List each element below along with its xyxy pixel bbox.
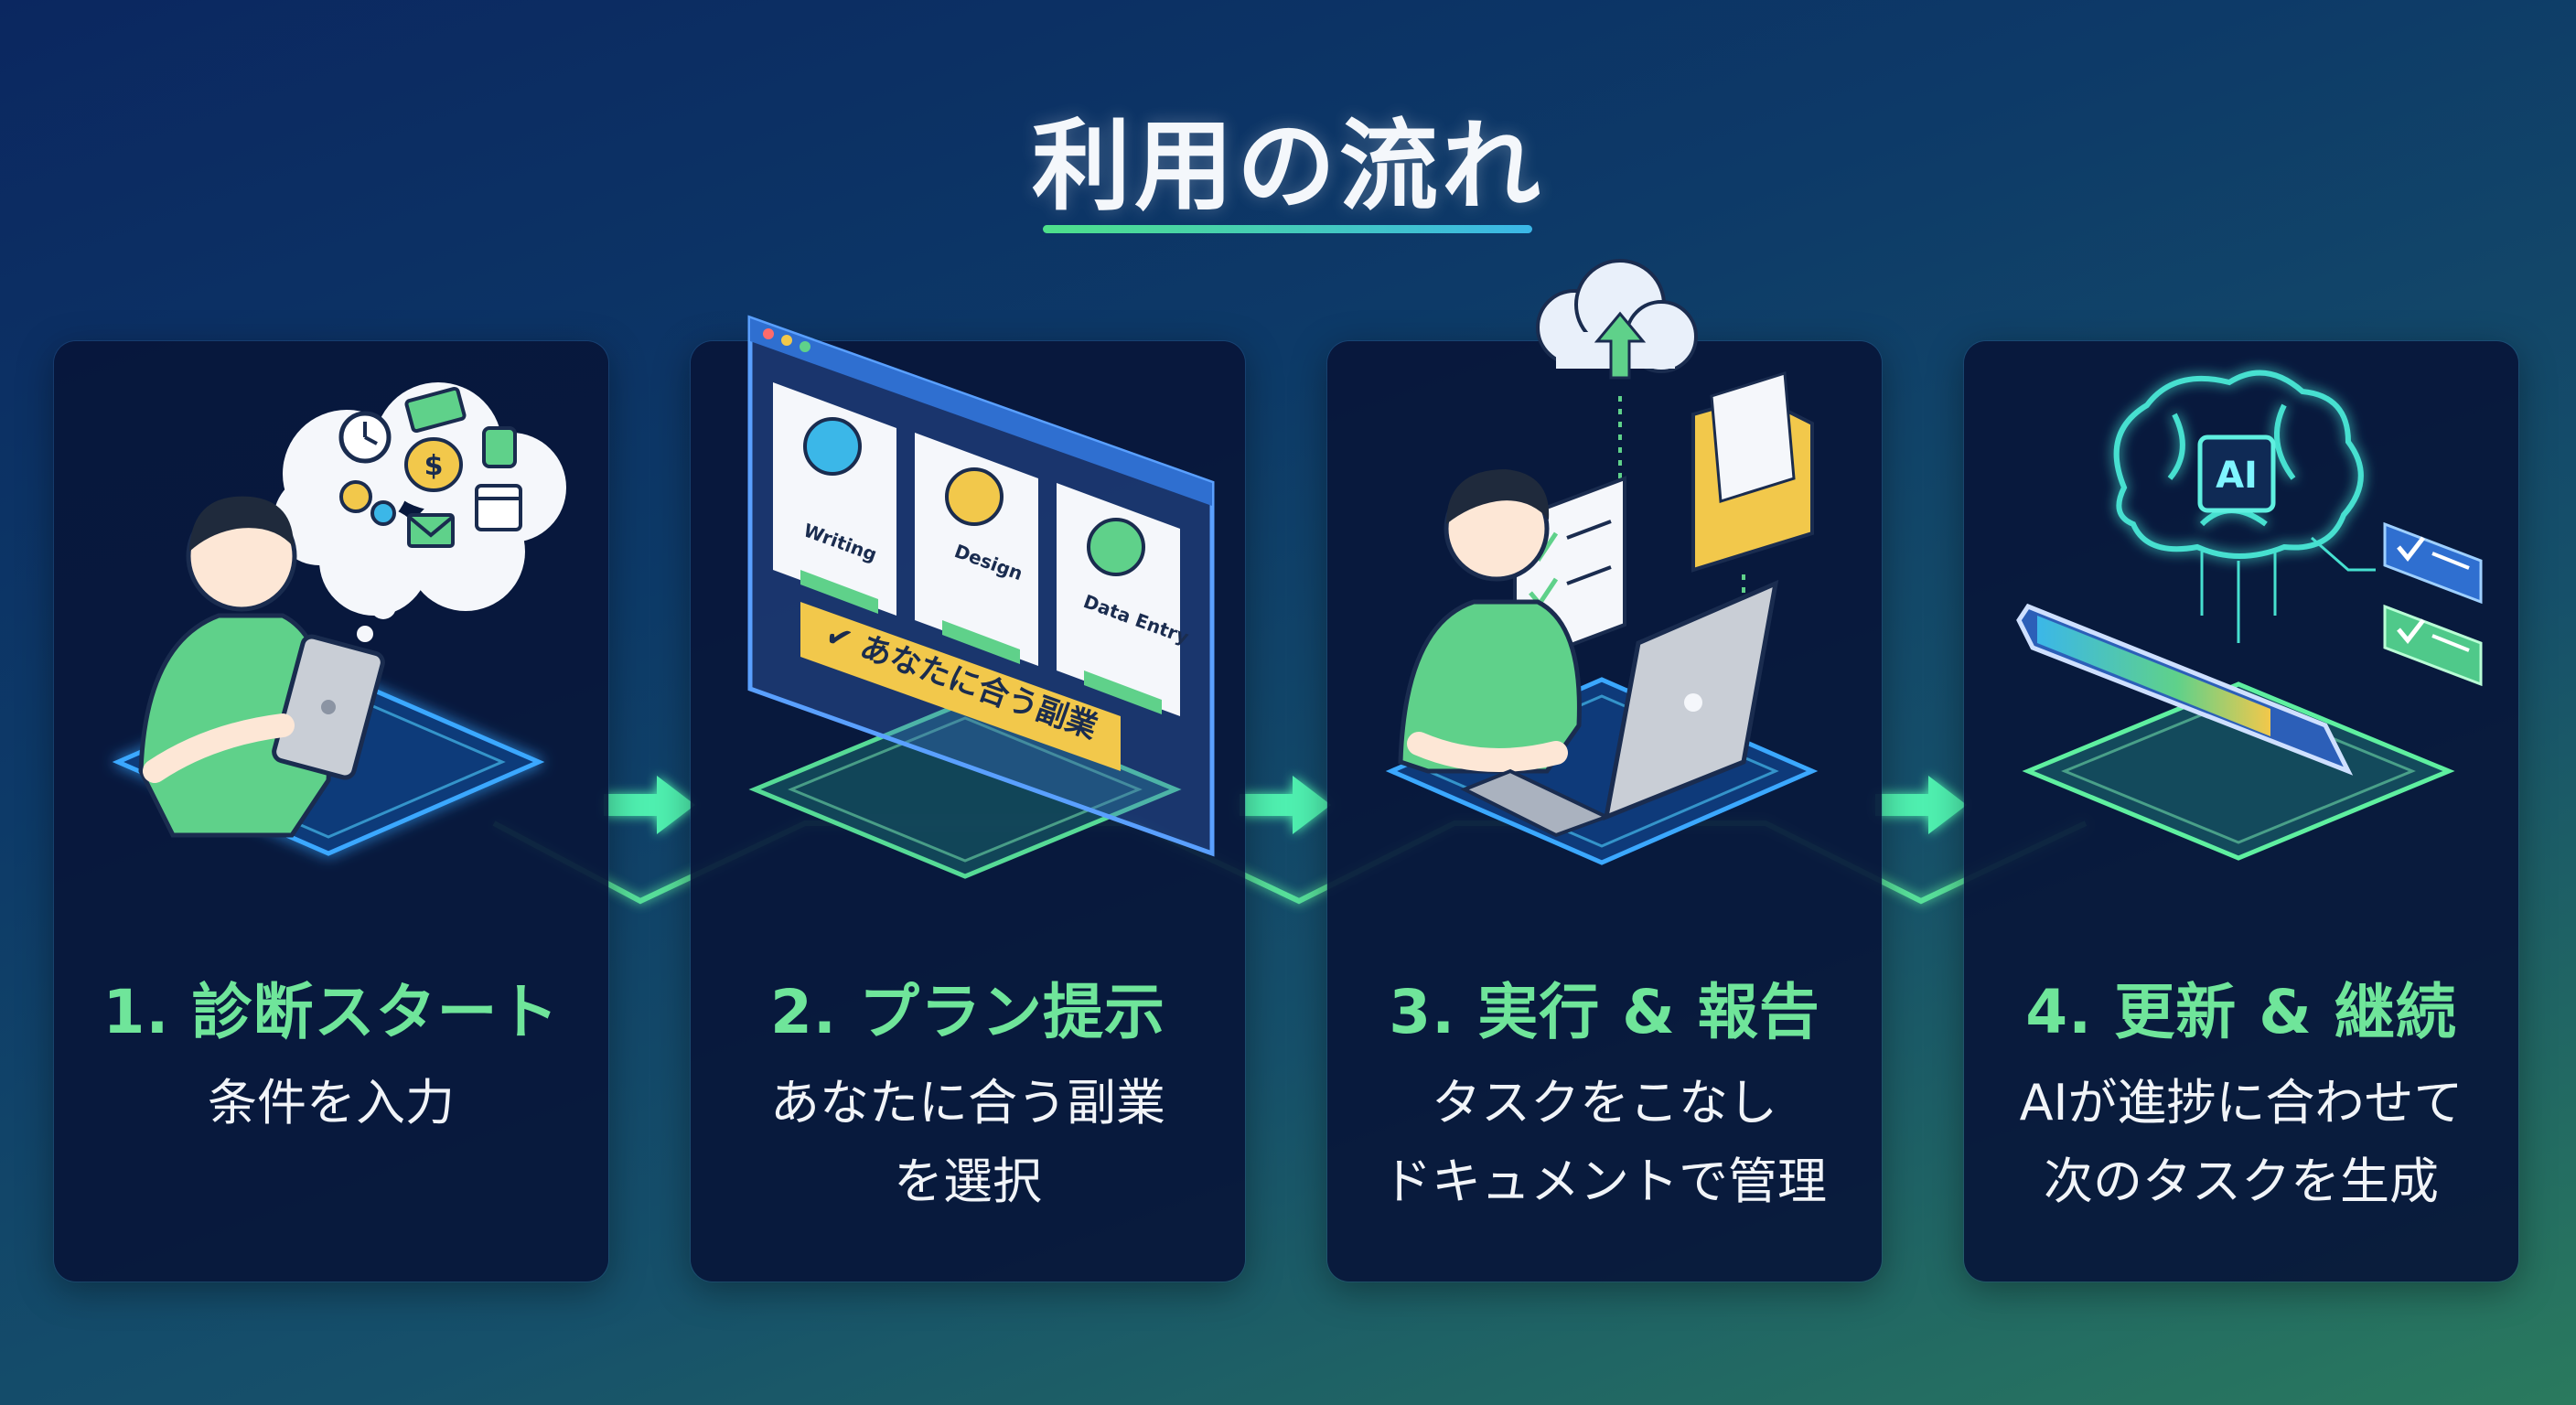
envelope-icon	[407, 513, 455, 548]
coins-icon	[482, 426, 517, 468]
laptop-icon	[1460, 579, 1779, 838]
task-check-icon	[2383, 604, 2483, 687]
step-title: 3. 実行 & 報告	[1389, 977, 1820, 1047]
step-card-3: 3. 実行 & 報告 タスクをこなし ドキュメントで管理	[1327, 259, 1882, 1282]
cloud-upload-icon	[1536, 259, 1698, 380]
job-card-design: Design	[915, 433, 1038, 666]
step-card-1: $ 1. 診断スタート 条件を入力	[54, 341, 608, 1282]
folder-icon	[1691, 371, 1814, 573]
step-card-4: AI 4. 更新 & 継続 AIが進捗に合わせて 次のタスクを生成	[1964, 341, 2518, 1282]
money-bill-icon	[404, 386, 467, 434]
step-card-2: Writing Design Data Entry ✔ あなたに合う副業 2. …	[691, 315, 1245, 1282]
illustration-job-cards: Writing Design Data Entry ✔ あなたに合う副業	[747, 315, 1215, 879]
arrow-right-icon	[1875, 776, 1967, 834]
step-description: AIが進捗に合わせて 次のタスクを生成	[2019, 1074, 2463, 1210]
svg-text:AI: AI	[2216, 455, 2258, 497]
title-underline	[1043, 225, 1532, 233]
job-card-writing: Writing	[773, 382, 896, 616]
progress-bar	[2016, 603, 2354, 776]
step-description: あなたに合う副業 を選択	[770, 1074, 1165, 1210]
gear-icon	[339, 480, 396, 526]
step-description: タスクをこなし ドキュメントで管理	[1382, 1074, 1827, 1210]
calendar-icon	[475, 484, 522, 531]
illustration-person-laptop	[1385, 259, 1819, 865]
svg-text:$: $	[424, 450, 444, 482]
arrow-right-icon	[1240, 776, 1331, 834]
person-figure	[138, 496, 385, 838]
person-figure	[1398, 469, 1582, 774]
job-card-data-entry: Data Entry	[1057, 483, 1192, 716]
step-description: 条件を入力	[208, 1074, 455, 1132]
illustration-ai-brain: AI	[2016, 370, 2483, 861]
step-title: 4. 更新 & 継続	[2025, 977, 2457, 1047]
money-bag-icon: $	[404, 437, 463, 492]
brain-icon	[2113, 370, 2364, 559]
arrow-right-icon	[604, 776, 695, 834]
illustration-person-tablet: $	[112, 382, 566, 856]
clock-icon	[338, 411, 392, 464]
page-title: 利用の流れ	[1031, 110, 1544, 224]
step-title: 1. 診断スタート	[102, 977, 560, 1047]
task-check-icon	[2383, 521, 2483, 605]
ai-chip-icon: AI	[2197, 434, 2276, 513]
step-title: 2. プラン提示	[770, 977, 1165, 1047]
